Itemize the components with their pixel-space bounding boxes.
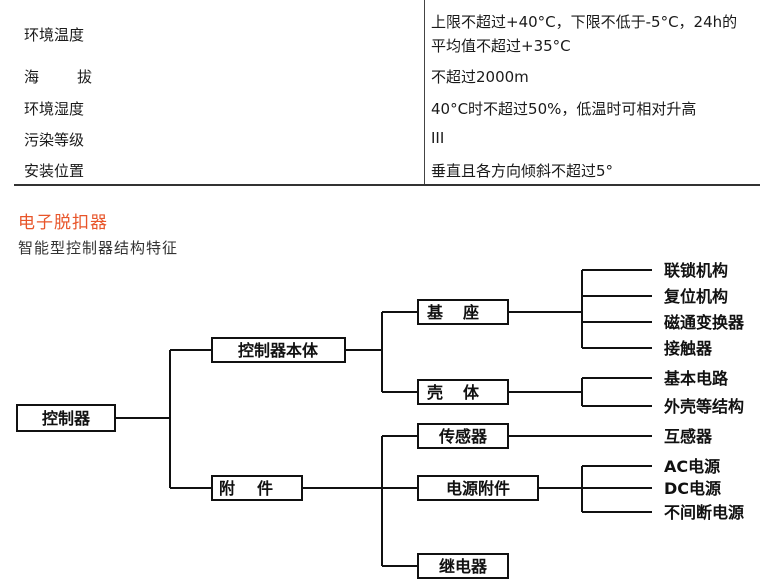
spec-label: 污染等级: [24, 131, 85, 149]
leaf-ups-power: 不间断电源: [664, 503, 744, 522]
spec-value-line: 平均值不超过+35°C: [431, 37, 571, 55]
node-root: 控制器: [16, 404, 116, 432]
column-separator: [424, 0, 425, 186]
node-shell: 壳体: [417, 379, 509, 405]
node-label: 附件: [219, 479, 295, 498]
node-label: 壳体: [426, 383, 499, 402]
spec-value: 上限不超过+40°C，下限不低于-5°C，24h的 平均值不超过+35°C: [431, 10, 760, 58]
leaf-ac-power: AC电源: [664, 457, 720, 476]
node-relay: 继电器: [417, 553, 509, 579]
leaf-contactor: 接触器: [664, 339, 713, 358]
leaf-dc-power: DC电源: [664, 479, 721, 498]
node-label: 继电器: [439, 557, 488, 576]
node-label: 控制器: [42, 409, 91, 428]
node-power-accessory: 电源附件: [417, 475, 539, 501]
node-label: 传感器: [438, 427, 488, 446]
table-bottom-rule: [14, 184, 760, 186]
spec-label: 安装位置: [24, 162, 85, 180]
section-subtitle: 智能型控制器结构特征: [18, 239, 179, 257]
spec-value: 垂直且各方向倾斜不超过5°: [431, 162, 614, 180]
leaf-reset: 复位机构: [663, 287, 728, 306]
spec-label: 环境湿度: [24, 100, 85, 118]
spec-value: 不超过2000m: [431, 68, 529, 86]
spec-label: 环境温度: [24, 26, 85, 44]
spec-table: 环境温度 上限不超过+40°C，下限不低于-5°C，24h的 平均值不超过+35…: [14, 0, 760, 186]
section-title: 电子脱扣器: [18, 213, 108, 233]
node-controller-body: 控制器本体: [211, 337, 346, 363]
leaf-housing-structure: 外壳等结构: [663, 397, 744, 416]
leaf-flux-converter: 磁通变换器: [664, 313, 745, 332]
leaf-basic-circuit: 基本电路: [663, 369, 729, 388]
spec-label: 海拔: [24, 68, 131, 86]
spec-value: 40°C时不超过50%，低温时可相对升高: [431, 100, 697, 118]
node-base: 基座: [417, 299, 509, 325]
node-label: 电源附件: [446, 479, 510, 498]
node-label: 基座: [426, 303, 499, 322]
node-accessories: 附件: [211, 475, 303, 501]
spec-value-line: 上限不超过+40°C，下限不低于-5°C，24h的: [431, 13, 738, 31]
node-sensor: 传感器: [417, 423, 509, 449]
spec-value: III: [431, 129, 445, 147]
leaf-interlock: 联锁机构: [664, 261, 728, 280]
leaf-transformer: 互感器: [664, 427, 713, 446]
node-label: 控制器本体: [238, 341, 319, 360]
